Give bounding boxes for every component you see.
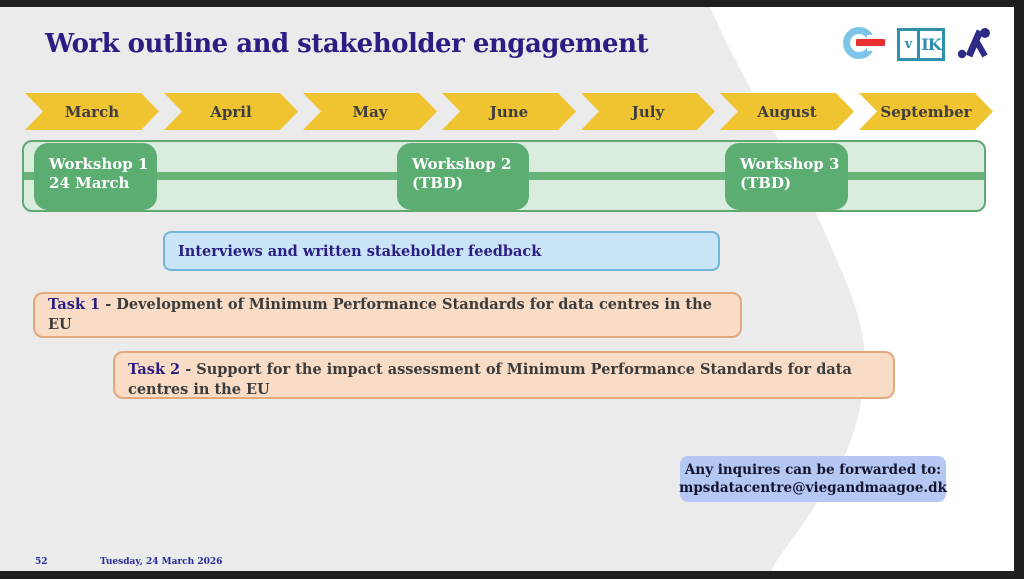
month-label: March [64, 102, 120, 121]
month-label: September [880, 102, 972, 121]
month-label: May [352, 102, 388, 121]
viegand-maagoe-logo [957, 28, 990, 59]
workshop-1-box: Workshop 1 24 March [34, 143, 157, 210]
timeline-chevron-april: April [164, 93, 298, 130]
workshop-name: Workshop 3 [740, 155, 840, 173]
workshop-3-box: Workshop 3 (TBD) [725, 143, 848, 210]
red-bar-icon [856, 39, 885, 46]
timeline-chevron-march: March [25, 93, 159, 130]
workshop-date: (TBD) [740, 174, 792, 192]
vik-logo-right-letters: IK [921, 35, 941, 54]
task-1-text: Task 1 - Development of Minimum Performa… [48, 295, 727, 335]
workshop-date: (TBD) [412, 174, 464, 192]
interviews-label: Interviews and written stakeholder feedb… [178, 242, 542, 260]
task-1-label: Task 1 [48, 296, 101, 313]
workshop-date: 24 March [49, 174, 130, 192]
task-1-box: Task 1 - Development of Minimum Performa… [33, 292, 742, 338]
window-frame-right [1014, 0, 1024, 579]
slide-page-number: 52 [35, 557, 48, 567]
vik-logo: v IK [897, 28, 945, 61]
task-2-description: - Support for the impact assessment of M… [128, 361, 852, 398]
month-label: August [757, 102, 817, 121]
energy-agency-logo [843, 26, 889, 62]
workshop-2-box: Workshop 2 (TBD) [397, 143, 529, 210]
month-label: April [210, 102, 252, 121]
month-label: July [631, 102, 665, 121]
timeline-chevron-june: June [442, 93, 576, 130]
window-frame-bottom [0, 571, 1024, 579]
interviews-feedback-box: Interviews and written stakeholder feedb… [163, 231, 720, 271]
timeline-chevron-august: August [720, 93, 854, 130]
task-2-box: Task 2 - Support for the impact assessme… [113, 351, 895, 399]
vik-logo-left-letter: v [900, 31, 920, 58]
slide-title: Work outline and stakeholder engagement [45, 29, 648, 59]
task-1-description: - Development of Minimum Performance Sta… [48, 296, 712, 333]
contact-line: Any inquires can be forwarded to: [684, 462, 942, 478]
presentation-slide: Work outline and stakeholder engagement … [0, 7, 1014, 571]
window-frame-top [0, 0, 1024, 7]
task-2-text: Task 2 - Support for the impact assessme… [128, 360, 880, 400]
timeline-chevron-may: May [303, 93, 437, 130]
slide-footer-date: Tuesday, 24 March 2026 [100, 557, 223, 567]
contact-info-box: Any inquires can be forwarded to: mpsdat… [679, 456, 947, 502]
timeline-chevron-july: July [581, 93, 715, 130]
timeline-chevron-september: September [859, 93, 993, 130]
month-label: June [489, 102, 529, 121]
workshop-name: Workshop 2 [412, 155, 512, 173]
workshop-name: Workshop 1 [49, 155, 149, 173]
task-2-label: Task 2 [128, 361, 181, 378]
contact-email: mpsdatacentre@viegandmaagoe.dk [679, 480, 947, 496]
